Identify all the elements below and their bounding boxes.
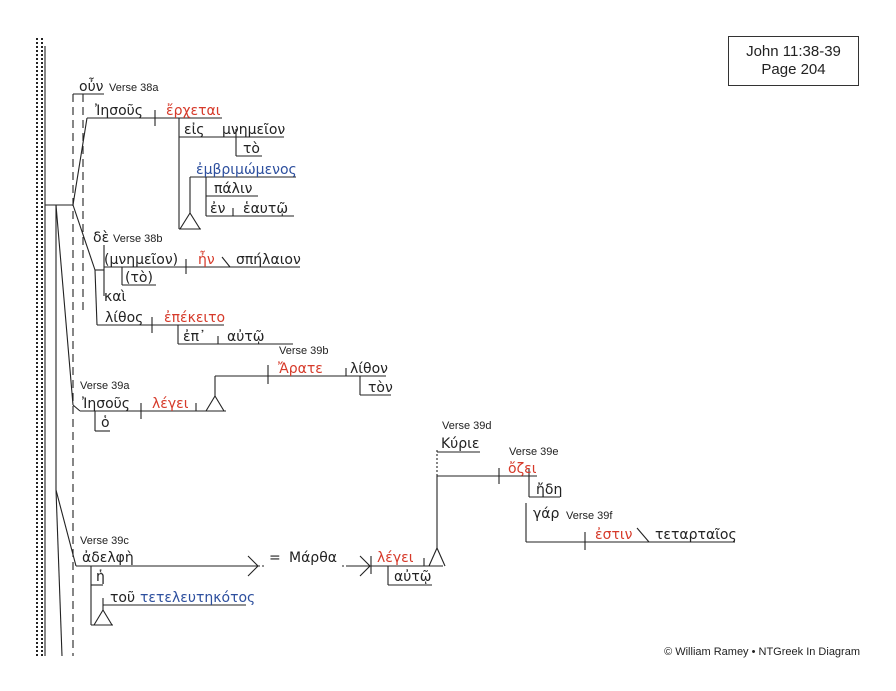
copyright-notice: © William Ramey • NTGreek In Diagram <box>664 646 860 658</box>
verse-label-39e: Verse 39e <box>509 446 559 458</box>
verse-label-39a: Verse 39a <box>80 380 130 392</box>
word-auto-39c: αὐτῷ <box>394 569 432 585</box>
word-gar: γάρ <box>533 506 560 522</box>
word-tetartaios: τεταρταῖος <box>655 527 737 543</box>
verse-label-39d: Verse 39d <box>442 420 492 432</box>
word-palin: πάλιν <box>214 181 253 197</box>
spine-bottom <box>55 489 63 657</box>
word-equals: = <box>269 550 281 566</box>
word-martha: Μάρθα <box>289 550 337 566</box>
word-auto-38b: αὐτῷ <box>227 329 265 345</box>
word-ton: τὸν <box>368 380 393 396</box>
word-eis: εἰς <box>184 122 205 138</box>
word-spelaion: σπήλαιον <box>236 252 301 268</box>
word-legei-39c: λέγει <box>377 550 414 566</box>
word-erchetai: ἔρχεται <box>166 103 221 119</box>
verse-label-38a: Verse 38a <box>109 82 159 94</box>
word-mnemeion-paren: (μνημεῖον) <box>104 252 179 268</box>
word-ozei: ὄζει <box>508 461 537 477</box>
word-ho: ὁ <box>101 415 110 431</box>
word-embrimomenos: ἐμβριμώμενος <box>196 162 297 178</box>
word-ede: ἤδη <box>536 482 563 498</box>
word-estin: ἐστιν <box>595 527 633 543</box>
word-to: τὸ <box>243 141 260 157</box>
reference-box: John 11:38-39 Page 204 <box>728 36 859 86</box>
word-kyrie: Κύριε <box>441 436 480 452</box>
word-lithos: λίθος <box>105 310 144 326</box>
spine-to-39a <box>55 204 74 406</box>
word-en-verb: ἦν <box>198 252 215 268</box>
word-to-paren: (τὸ) <box>125 270 153 286</box>
word-de: δὲ <box>93 230 110 246</box>
word-heauto: ἑαυτῷ <box>243 201 289 217</box>
word-kai: καὶ <box>104 289 127 305</box>
passage-reference: John 11:38-39 <box>746 43 841 60</box>
word-he: ἡ <box>96 569 105 585</box>
word-arate: Ἄρατε <box>278 361 323 377</box>
word-lithon: λίθον <box>350 361 388 377</box>
word-adelphe: ἀδελφὴ <box>82 550 134 566</box>
page-number: Page 204 <box>761 61 826 78</box>
verse-label-39c: Verse 39c <box>80 535 129 547</box>
spine-to-39c <box>55 489 77 567</box>
verse-label-38b: Verse 38b <box>113 233 163 245</box>
word-legei-39a: λέγει <box>152 396 189 412</box>
word-iesous-subject: Ἰησοῦς <box>95 103 143 119</box>
word-oun: οὖν <box>79 79 104 95</box>
spine-to-38a <box>72 117 88 206</box>
verse-label-39f: Verse 39f <box>566 510 613 522</box>
verse-label-39b: Verse 39b <box>279 345 329 357</box>
spine-to-38b <box>72 204 96 271</box>
word-teteleutekotos: τετελευτηκότος <box>140 590 256 606</box>
word-mnemeion: μνημεῖον <box>222 122 286 138</box>
word-tou: τοῦ <box>110 590 136 606</box>
word-ep: ἐπ᾽ <box>183 329 206 345</box>
word-epekeito: ἐπέκειτο <box>164 310 226 326</box>
word-en: ἐν <box>210 201 226 217</box>
word-iesous-39a: Ἰησοῦς <box>82 396 130 412</box>
